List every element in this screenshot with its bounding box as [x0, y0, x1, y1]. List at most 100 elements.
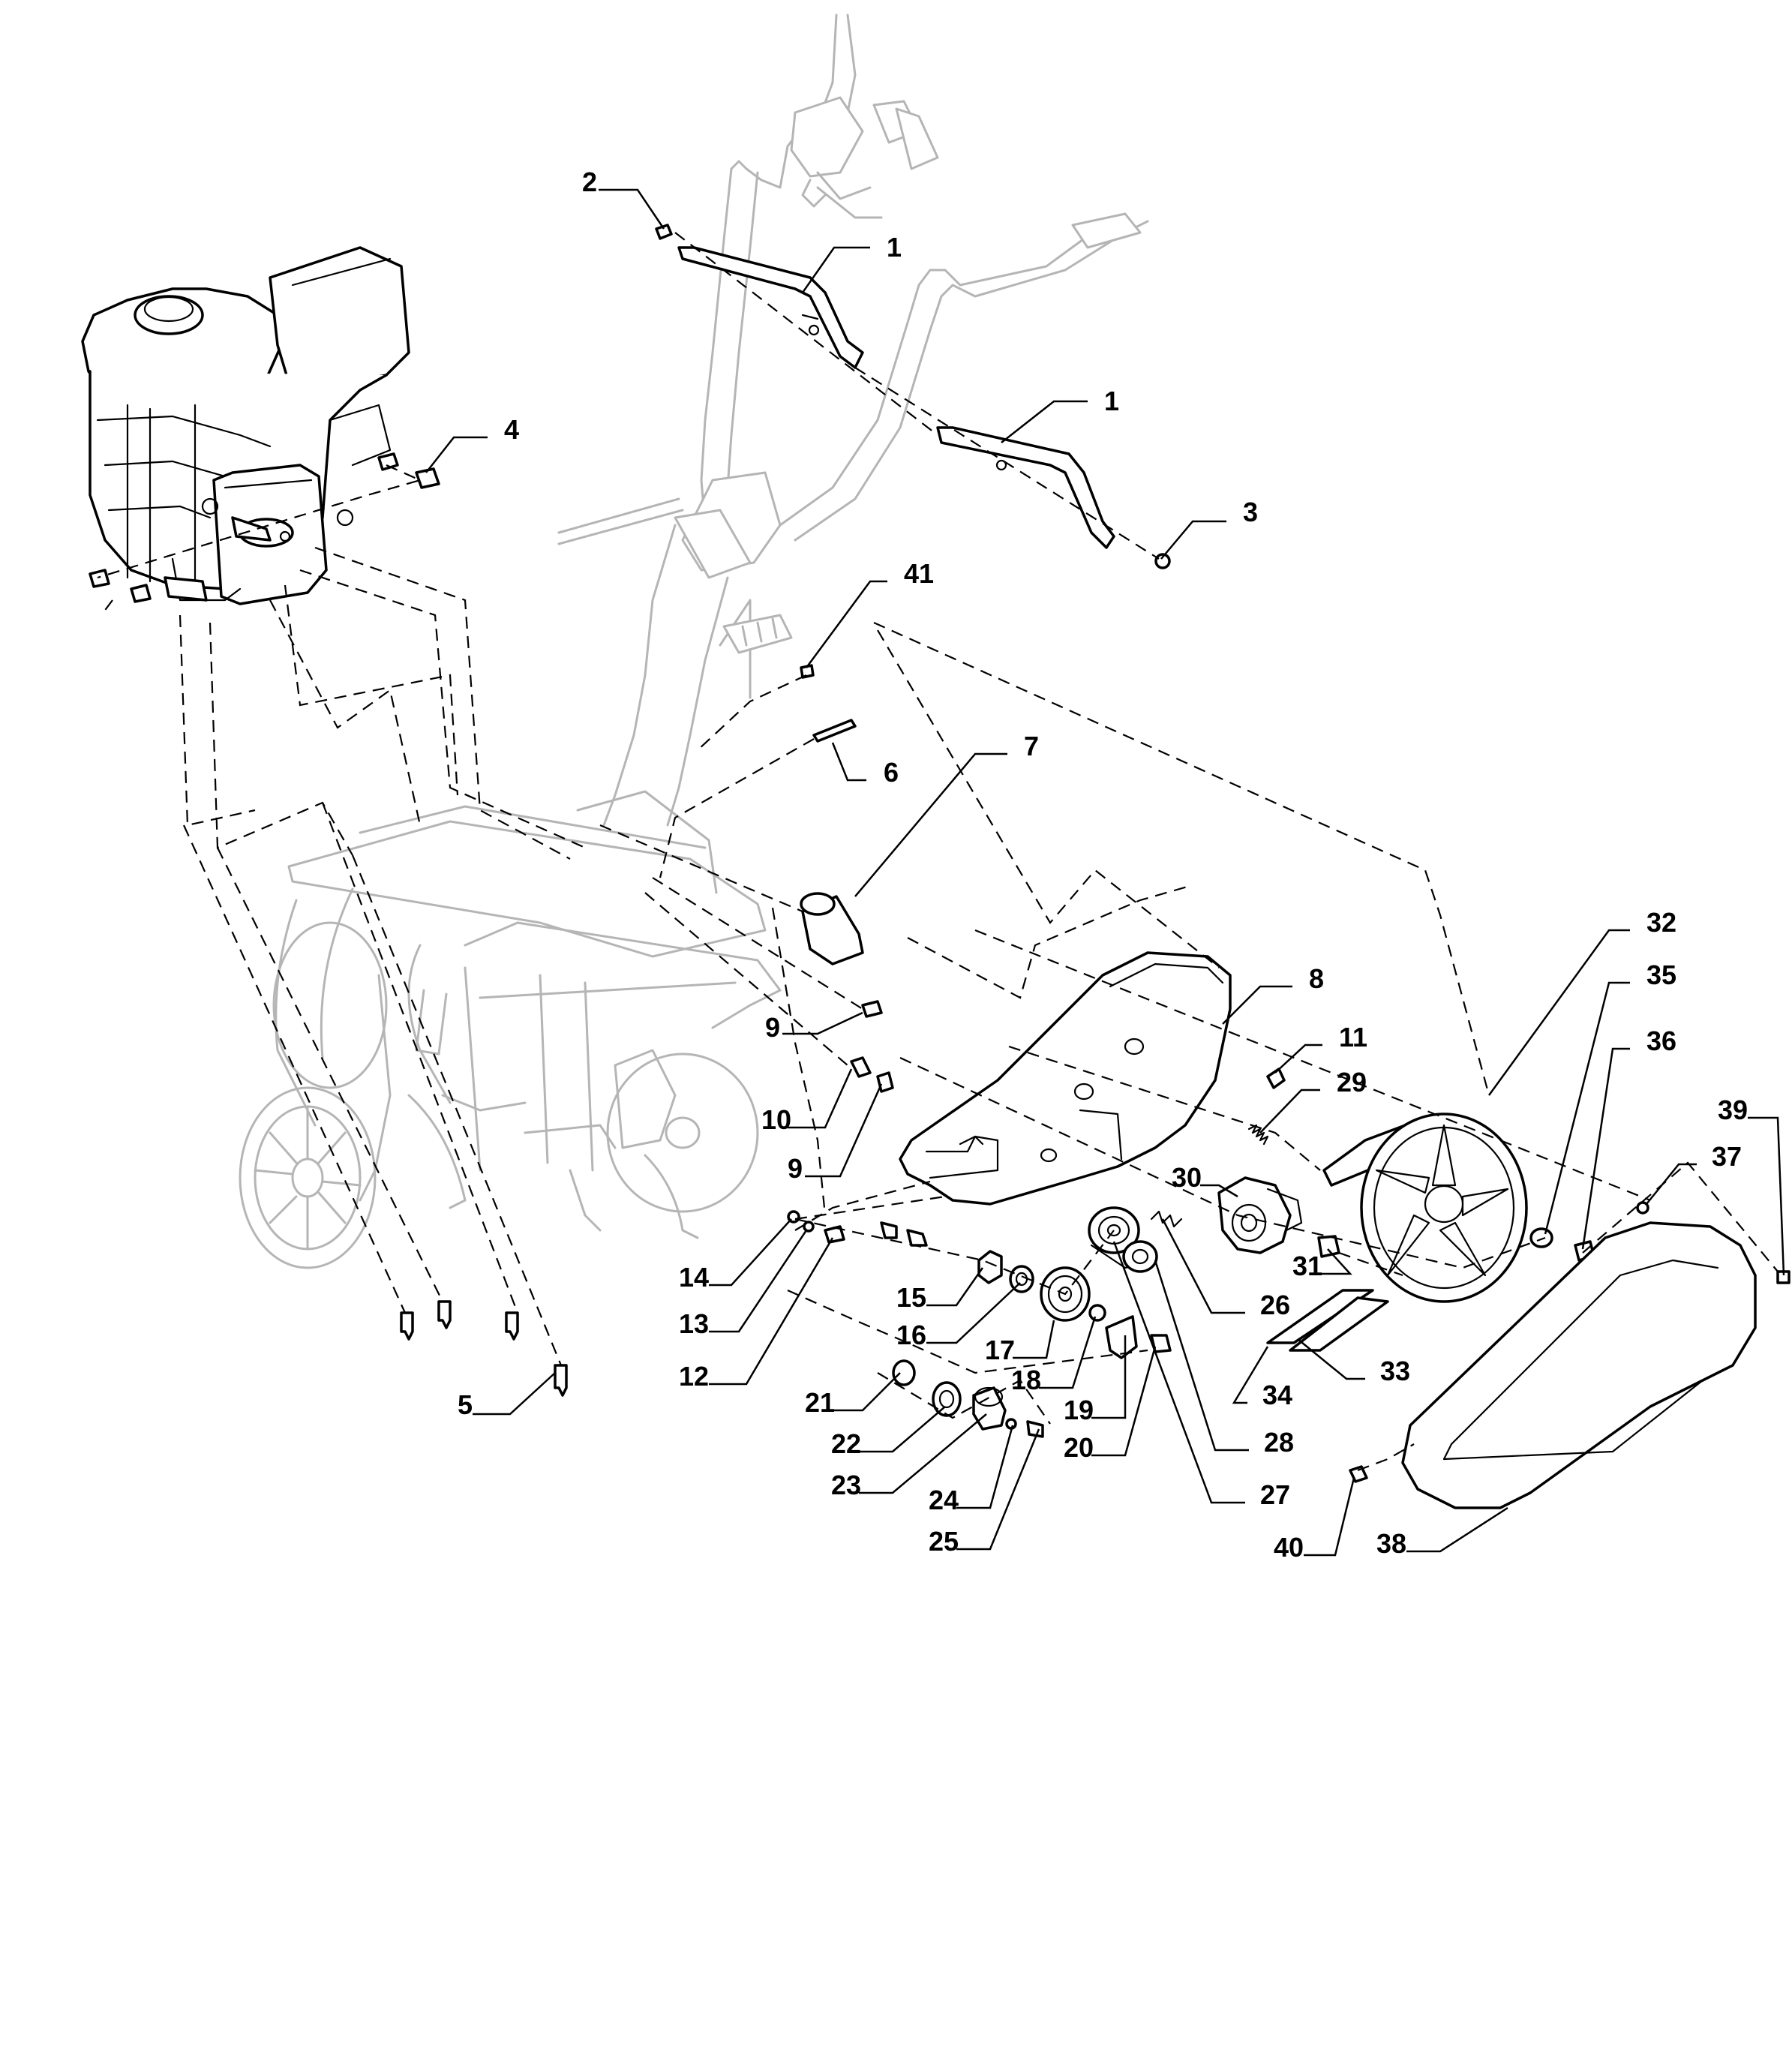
engine-assembly: [81, 246, 410, 605]
leader-line: [473, 1372, 556, 1416]
callout-c16: 16: [896, 1282, 1021, 1350]
leader-line: [599, 188, 665, 230]
callout-c22: 22: [831, 1406, 946, 1459]
leader-line: [1646, 1163, 1697, 1205]
leader-line: [709, 1230, 808, 1333]
fasteners: [89, 224, 1790, 1483]
part-number-label: 35: [1646, 959, 1676, 990]
callout-c1b: 1: [1001, 386, 1119, 443]
part-number-label: 20: [1064, 1432, 1094, 1463]
part-number-label: 9: [765, 1012, 780, 1043]
callout-c12: 12: [679, 1237, 834, 1392]
handle-bracket-lower: [936, 426, 1115, 549]
leader-line: [1748, 1116, 1785, 1276]
callout-c14: 14: [679, 1218, 792, 1293]
callout-c11: 11: [1274, 1022, 1367, 1074]
leader-line: [956, 1428, 1040, 1551]
callout-c37: 37: [1646, 1141, 1742, 1205]
leader-line: [1297, 1338, 1365, 1380]
callout-c3: 3: [1160, 497, 1258, 560]
leader-line: [854, 752, 1007, 897]
leader-line: [788, 1068, 853, 1129]
callout-c9b: 9: [788, 1083, 883, 1184]
part-number-label: 25: [929, 1526, 959, 1557]
handle-bracket-upper: [677, 246, 864, 369]
part-number-label: 40: [1274, 1532, 1304, 1563]
part-number-label: 22: [831, 1428, 861, 1459]
callout-c15: 15: [896, 1267, 984, 1313]
callout-c1a: 1: [801, 232, 902, 293]
part-number-label: 6: [884, 757, 899, 788]
part-number-label: 24: [929, 1485, 959, 1515]
part-number-label: 23: [831, 1470, 861, 1500]
leader-line: [1320, 1248, 1352, 1275]
part-number-label: 32: [1646, 907, 1676, 938]
part-number-label: 36: [1646, 1025, 1676, 1056]
leader-line: [926, 1267, 984, 1307]
leader-line: [1406, 1506, 1508, 1553]
pulley-and-belt: [1266, 1113, 1528, 1352]
callout-c27: 27: [1112, 1241, 1290, 1510]
leader-line: [1259, 1089, 1320, 1134]
assembly-dashed-lines: [97, 232, 1778, 1472]
leader-line: [859, 1406, 946, 1453]
leader-line: [1544, 981, 1630, 1235]
leader-line: [805, 1083, 883, 1178]
part-number-label: 21: [805, 1387, 835, 1418]
part-number-label: 15: [896, 1282, 926, 1313]
tiller-frame-ghost: [239, 14, 1149, 1269]
callout-c25: 25: [929, 1428, 1040, 1557]
callout-c26: 26: [1161, 1218, 1290, 1320]
part-number-label: 4: [504, 414, 519, 445]
part-number-label: 9: [788, 1153, 803, 1184]
leader-line: [1154, 1260, 1249, 1452]
part-number-label: 31: [1292, 1251, 1322, 1281]
callout-c36: 36: [1581, 1025, 1676, 1250]
part-number-label: 7: [1024, 731, 1039, 761]
part-number-label: 29: [1337, 1067, 1367, 1098]
leader-line: [1160, 520, 1226, 560]
part-number-label: 12: [679, 1361, 709, 1392]
leader-line: [956, 1425, 1014, 1509]
leader-line: [1487, 929, 1630, 1096]
callout-c5: 5: [458, 1372, 556, 1420]
part-number-label: 11: [1339, 1022, 1367, 1053]
leader-line: [1001, 400, 1088, 443]
callout-c20: 20: [1064, 1346, 1157, 1463]
callout-c41: 41: [805, 558, 934, 668]
part-number-label: 13: [679, 1308, 709, 1339]
bushing: [800, 892, 864, 965]
part-number-label: 16: [896, 1320, 926, 1350]
callout-c35: 35: [1544, 959, 1676, 1235]
part-number-label: 10: [761, 1104, 791, 1135]
outer-belt-cover: [1401, 1221, 1757, 1509]
leader-line: [1200, 1184, 1238, 1198]
leader-line: [926, 1282, 1021, 1344]
callout-c4: 4: [425, 414, 519, 473]
gear-train: [932, 1176, 1303, 1431]
callout-c8: 8: [1222, 963, 1324, 1025]
callout-c21: 21: [805, 1372, 901, 1418]
callout-c32: 32: [1487, 907, 1676, 1096]
leader-line: [1222, 985, 1292, 1025]
callout-c31: 31: [1292, 1248, 1352, 1281]
callout-c28: 28: [1154, 1260, 1294, 1458]
callout-c17: 17: [985, 1320, 1055, 1365]
leader-line: [1304, 1477, 1355, 1557]
part-number-label: 17: [985, 1335, 1015, 1365]
part-number-label: 33: [1380, 1356, 1410, 1386]
part-number-label: 18: [1011, 1365, 1041, 1395]
leader-line: [1274, 1044, 1322, 1074]
callout-c34: 34: [1232, 1346, 1292, 1410]
callout-c23: 23: [831, 1413, 987, 1500]
callout-c13: 13: [679, 1230, 808, 1339]
leader-line: [1039, 1316, 1097, 1389]
callout-c33: 33: [1297, 1338, 1410, 1386]
inner-belt-cover: [899, 951, 1232, 1206]
part-number-label: 30: [1172, 1162, 1202, 1193]
callout-c30: 30: [1172, 1162, 1238, 1198]
part-number-label: 1: [887, 232, 902, 263]
part-number-label: 26: [1260, 1290, 1290, 1320]
callout-c38: 38: [1376, 1506, 1508, 1559]
